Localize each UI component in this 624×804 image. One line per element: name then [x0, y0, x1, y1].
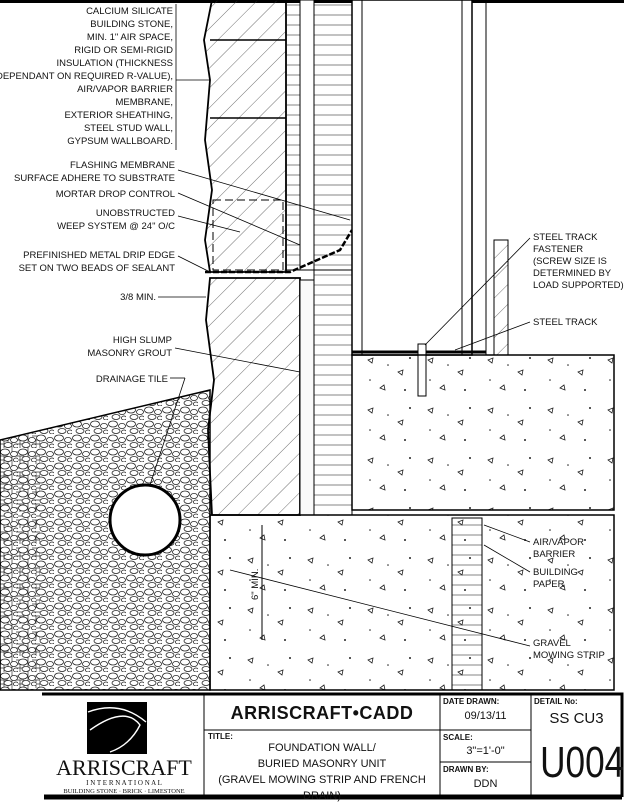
label-air-barrier-2: BARRIER: [533, 549, 575, 560]
label-gravel-strip-2: MOWING STRIP: [533, 650, 605, 661]
gravel-backfill: [0, 389, 211, 691]
foundation-block: [313, 269, 353, 516]
label-mortar-drop: MORTAR DROP CONTROL: [56, 189, 175, 200]
label-building-paper: BUILDING: [533, 567, 578, 578]
label-drainage-tile: DRAINAGE TILE: [96, 374, 168, 385]
label-fastener-4: LOAD SUPPORTED): [533, 280, 624, 291]
floor-slab: [351, 354, 615, 511]
label-building-paper-2: PAPER: [533, 579, 565, 590]
flashing-membrane: [205, 229, 354, 274]
footing: [209, 514, 615, 691]
drawn-by-label: DRAWN BY:: [443, 765, 489, 774]
gypsum-wallboard: [471, 0, 487, 356]
label-weep-2: WEEP SYSTEM @ 24" O/C: [57, 221, 175, 232]
brand-title: ARRISCRAFT•CADD: [230, 703, 414, 723]
label-wall-assembly-6: AIR/VAPOR BARRIER: [77, 84, 173, 95]
buried-masonry-unit: [205, 277, 301, 516]
drawing-title: FOUNDATION WALL/ BURIED MASONRY UNIT (GR…: [204, 740, 440, 804]
scale-value: 3"=1'-0": [466, 745, 505, 757]
steel-stud-wall: [351, 0, 473, 356]
building-paper: [451, 517, 483, 691]
label-wall-assembly-0: CALCIUM SILICATE: [86, 6, 173, 17]
label-wall-assembly-10: GYPSUM WALLBOARD.: [67, 136, 173, 147]
label-fastener-3: DETERMINED BY: [533, 268, 612, 279]
label-fastener-1: FASTENER: [533, 244, 583, 255]
date-value: 09/13/11: [464, 710, 507, 722]
title-line-2: BURIED MASONRY UNIT: [257, 758, 387, 770]
label-gravel-strip: GRAVEL: [533, 638, 571, 649]
label-38-min: 3/8 MIN.: [120, 292, 156, 303]
label-wall-assembly-5: DEPENDANT ON REQUIRED R-VALUE),: [0, 71, 173, 82]
mortar-drop-control: [212, 199, 284, 271]
label-grout: HIGH SLUMP: [113, 335, 172, 346]
logo-sub: I N T E R N A T I O N A L: [86, 779, 162, 787]
label-6-min: 6" MIN.: [250, 569, 261, 600]
title-label: TITLE:: [208, 732, 233, 741]
leader-lines: [149, 4, 531, 647]
insulation: [285, 0, 353, 271]
label-fastener-2: (SCREW SIZE IS: [533, 256, 607, 267]
title-line-1: FOUNDATION WALL/: [268, 742, 376, 754]
detail-number: U004: [540, 738, 624, 787]
grout-space: [299, 279, 315, 516]
label-flashing: FLASHING MEMBRANE: [70, 160, 175, 171]
label-drip-edge: PREFINISHED METAL DRIP EDGE: [23, 250, 175, 261]
label-wall-assembly-4: INSULATION (THICKNESS: [57, 58, 173, 69]
label-weep: UNOBSTRUCTED: [96, 208, 175, 219]
title-block-frame: [42, 692, 624, 800]
detail-code: SS CU3: [549, 710, 604, 727]
date-label: DATE DRAWN:: [443, 697, 500, 706]
label-wall-assembly-7: MEMBRANE,: [115, 97, 173, 108]
scale-label: SCALE:: [443, 733, 473, 742]
stone-veneer: [203, 0, 287, 273]
label-wall-assembly-3: RIGID OR SEMI-RIGID: [74, 45, 173, 56]
label-wall-assembly-1: BUILDING STONE,: [90, 19, 173, 30]
label-wall-assembly-8: EXTERIOR SHEATHING,: [64, 110, 173, 121]
label-flashing-2: SURFACE ADHERE TO SUBSTRATE: [14, 173, 175, 184]
label-fastener: STEEL TRACK: [533, 232, 598, 243]
logo-name: ARRISCRAFT: [56, 755, 192, 780]
baseboard: [493, 239, 509, 356]
title-line-3: (GRAVEL MOWING STRIP AND FRENCH DRAIN): [218, 774, 426, 802]
label-drip-edge-2: SET ON TWO BEADS OF SEALANT: [19, 263, 176, 274]
label-grout-2: MASONRY GROUT: [87, 348, 172, 359]
drainage-tile-pipe: [108, 483, 182, 557]
label-wall-assembly-2: MIN. 1" AIR SPACE,: [87, 32, 173, 43]
arriscraft-logo-mark: [87, 702, 147, 754]
drawn-by-value: DDN: [473, 778, 498, 790]
detail-label: DETAIL No:: [534, 697, 578, 706]
logo-tagline: BUILDING STONE · BRICK · LIMESTONE: [63, 788, 185, 795]
label-wall-assembly-9: STEEL STUD WALL,: [84, 123, 173, 134]
label-air-barrier: AIR/VAPOR: [533, 537, 584, 548]
label-steel-track: STEEL TRACK: [533, 317, 598, 328]
